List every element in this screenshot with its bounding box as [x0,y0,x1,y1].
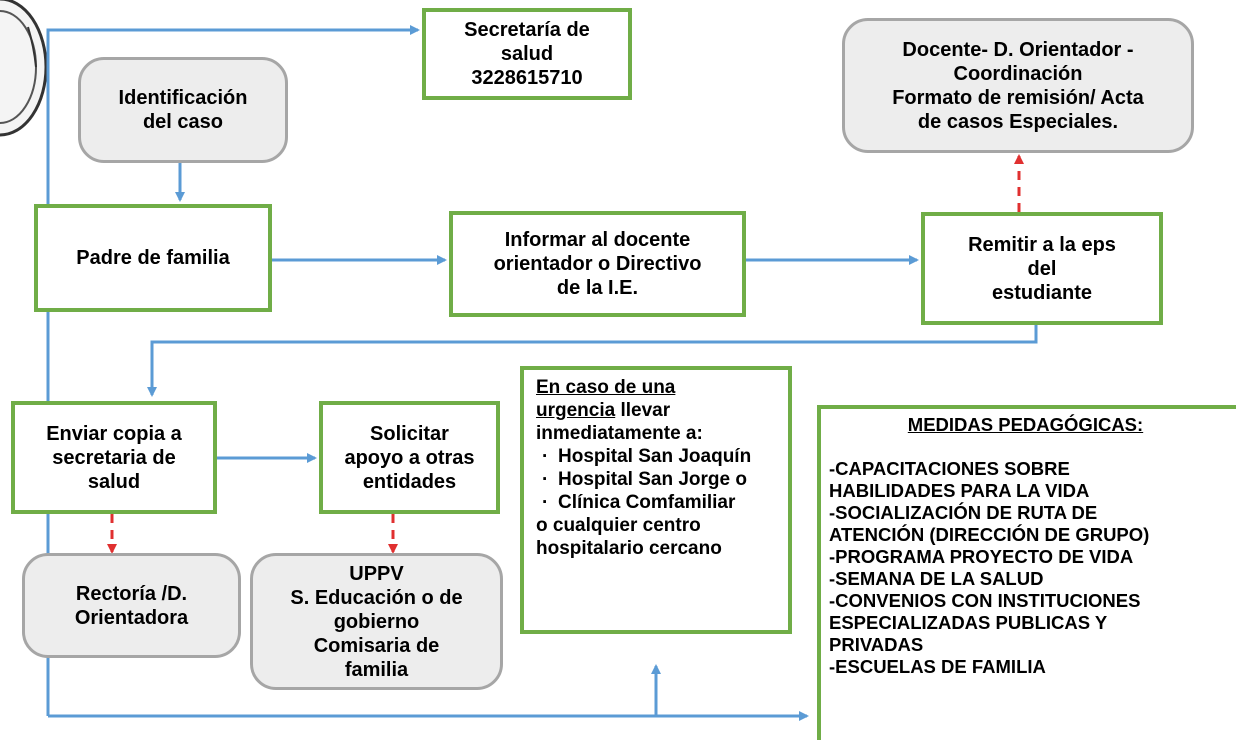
urgencia-item-2: Hospital San Jorge o [536,468,751,491]
node-solicitar-apoyo: Solicitar apoyo a otras entidades [319,401,500,514]
node-informar-line-3: de la I.E. [556,277,639,299]
node-secretaria-line-1: Secretaría de [464,19,590,41]
arrow-remitir-to-enviar [147,324,1038,397]
urgencia-intro-line-1: En caso de una [536,377,676,398]
urgencia-intro-line-3: inmediatamente a: [536,423,703,444]
node-informar-line-1: Informar al docente [504,229,691,251]
medidas-line-1: -CAPACITACIONES SOBRE [829,458,1070,479]
node-docente-line-3: Formato de remisión/ Acta [892,86,1144,109]
medidas-line-7: -CONVENIOS CON INSTITUCIONES [829,590,1141,611]
medidas-line-9: PRIVADAS [829,634,924,655]
node-enviar-line-1: Enviar copia a [46,422,182,445]
node-urgencia: En caso de una urgencia llevar inmediata… [520,366,792,634]
node-remitir-eps: Remitir a la eps del estudiante [921,212,1163,325]
node-uppv-line-1: UPPV [349,562,404,585]
urgencia-item-3: Clínica Comfamiliar [536,491,751,514]
node-uppv-line-3: gobierno [333,610,420,633]
urgencia-hospital-list: Hospital San Joaquín Hospital San Jorge … [536,445,751,514]
node-enviar-copia: Enviar copia a secretaria de salud [11,401,217,514]
node-identificacion-caso: Identificación del caso [78,57,288,163]
node-rectoria: Rectoría /D. Orientadora [22,553,241,658]
node-docente-line-4: de casos Especiales. [917,110,1119,133]
medidas-line-10: -ESCUELAS DE FAMILIA [829,656,1046,677]
urgencia-underlined-word: urgencia [536,400,616,421]
node-informar-docente: Informar al docente orientador o Directi… [449,211,746,317]
medidas-line-2: HABILIDADES PARA LA VIDA [829,480,1090,501]
node-docente-orientador: Docente- D. Orientador - Coordinación Fo… [842,18,1194,153]
institution-seal-logo [0,0,48,137]
node-medidas-pedagogicas: MEDIDAS PEDAGÓGICAS: -CAPACITACIONES SOB… [817,405,1236,740]
node-padre-label: Padre de familia [76,247,230,269]
node-rectoria-line-1: Rectoría /D. [75,582,188,605]
medidas-line-6: -SEMANA DE LA SALUD [829,568,1044,589]
node-secretaria-salud: Secretaría de salud 3228615710 [422,8,632,100]
node-secretaria-line-2: salud [500,43,554,65]
urgencia-outro-line-1: o cualquier centro [536,515,701,536]
medidas-title: MEDIDAS PEDAGÓGICAS: [907,414,1144,435]
node-enviar-line-3: salud [87,470,141,493]
node-remitir-line-3: estudiante [991,281,1093,304]
node-secretaria-phone: 3228615710 [471,67,583,89]
node-docente-line-1: Docente- D. Orientador - [902,38,1134,61]
node-solicitar-line-2: apoyo a otras [344,446,475,469]
urgencia-intro-line-2: urgencia llevar [536,399,670,422]
urgencia-item-1: Hospital San Joaquín [536,445,751,468]
node-informar-line-2: orientador o Directivo [493,253,702,275]
medidas-line-4: ATENCIÓN (DIRECCIÓN DE GRUPO) [829,524,1150,545]
urgencia-outro-line-2: hospitalario cercano [536,538,722,559]
node-solicitar-line-3: entidades [362,470,457,493]
node-solicitar-line-1: Solicitar [370,422,449,445]
node-remitir-line-2: del [1027,257,1057,280]
node-docente-line-2: Coordinación [953,62,1083,85]
node-padre-familia: Padre de familia [34,204,272,312]
node-rectoria-line-2: Orientadora [74,606,189,629]
node-uppv: UPPV S. Educación o de gobierno Comisari… [250,553,503,690]
node-uppv-line-2: S. Educación o de [290,586,463,609]
medidas-line-5: -PROGRAMA PROYECTO DE VIDA [829,546,1134,567]
node-identificacion-line-2: del caso [142,111,224,133]
medidas-line-8: ESPECIALIZADAS PUBLICAS Y [829,612,1108,633]
urgencia-intro-line-2-rest: llevar [615,400,671,421]
node-enviar-line-2: secretaria de [52,446,176,469]
node-remitir-line-1: Remitir a la eps [968,233,1116,256]
medidas-line-3: -SOCIALIZACIÓN DE RUTA DE [829,502,1098,523]
node-uppv-line-4: Comisaria de [313,634,440,657]
node-identificacion-line-1: Identificación [118,87,248,109]
node-uppv-line-5: familia [344,658,409,681]
